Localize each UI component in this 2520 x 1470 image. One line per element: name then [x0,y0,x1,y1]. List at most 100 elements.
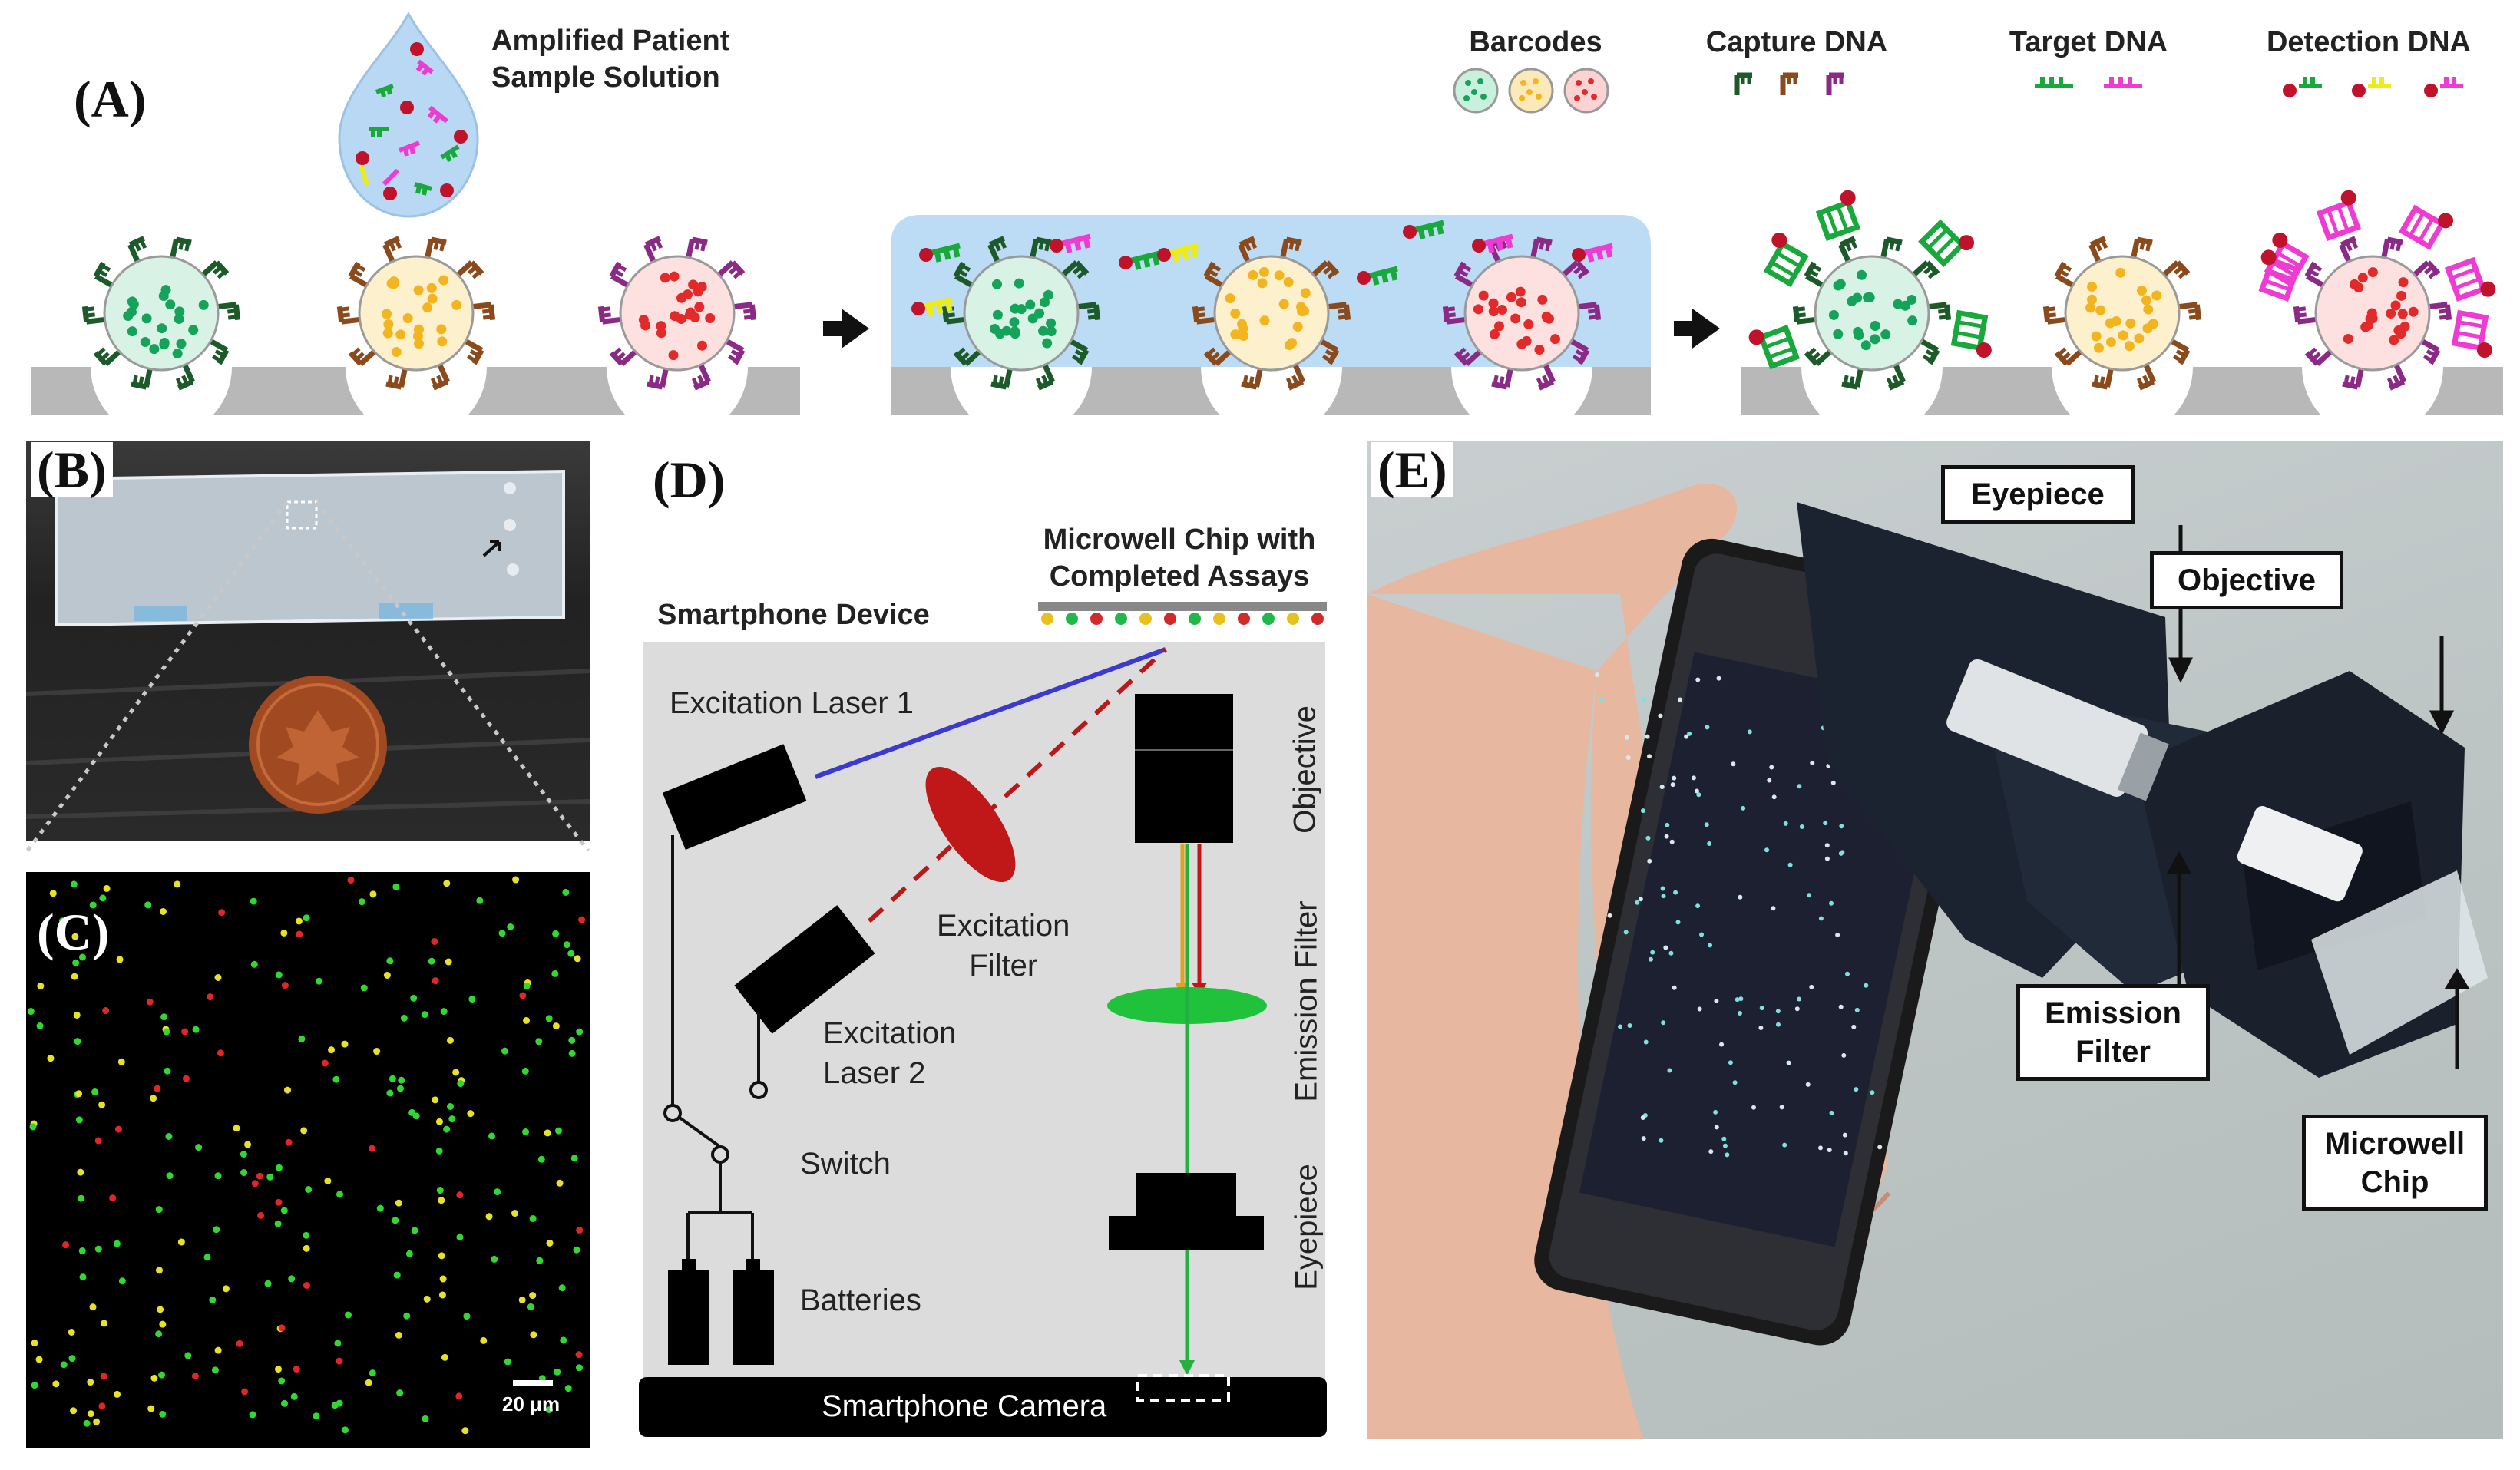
bead-dye-dot [402,313,413,324]
bead-dye-dot [2148,319,2158,329]
bead-dye-dot [2343,333,2353,344]
bead-dye-dot [2085,302,2095,313]
fluorescent-spot [393,1271,401,1279]
fluorescent-spot [68,1328,75,1336]
fluorescent-spot [545,1015,553,1022]
fluorescent-spot [250,960,258,968]
fluorescent-spot [303,1231,310,1239]
chip-dots [1041,613,1324,625]
bead-dye-dot [426,282,437,293]
fluorescent-spot [562,888,570,896]
fluorescent-spot [522,1128,530,1136]
screen-spot [1659,785,1665,790]
bound-target-complex [1763,232,1809,288]
bead-dye-dot [174,306,185,317]
screen-spot [1870,1090,1875,1095]
bead-dye-dot [1230,329,1241,340]
bead-dye-dot [1537,294,1548,305]
fluorescent-spot [563,941,570,949]
fluorescent-spot [218,909,226,917]
bead-dye-dot [1292,322,1303,332]
fluorescent-spot [554,1368,561,1376]
fluorescent-spot [341,1426,349,1434]
fluorescent-spot [575,1351,583,1359]
fluorescent-spot [214,1346,222,1354]
fluorescent-spot [298,1035,306,1042]
fluorescent-spot [118,1277,126,1285]
screen-spot [1810,760,1815,765]
fluorescent-spot [303,914,310,922]
fluorescent-spot [71,933,79,940]
fluorescent-spot [102,1007,110,1015]
fluorescent-spot [155,1330,163,1338]
fluorescent-spot [182,1075,190,1082]
fluorescent-spot [578,916,586,923]
fluorescent-spot [94,1137,102,1145]
panel-e-letter: (E) [1371,442,1453,497]
fluorescent-spot [27,1008,35,1016]
legend-target-dna-label: Target DNA [2009,26,2168,58]
screen-spot [1672,775,1677,781]
legend-barcodes-label: Barcodes [1469,26,1602,58]
fluorescent-spot [360,984,368,992]
bead-dye-dot [413,285,424,296]
objective-tube [2237,805,2363,902]
fluorescent-spot [446,1036,454,1044]
fluorescent-spot [440,1008,448,1016]
fluorescent-spot [576,1226,584,1234]
fluorescent-spot [233,1125,240,1132]
free-dna-strand [1572,243,1613,263]
fluorescent-spot [35,1356,43,1363]
free-dna-strand [1472,233,1513,253]
screen-spot [1714,998,1719,1003]
screen-spot [1786,1060,1791,1065]
legend-bead-yellow [1508,68,1554,114]
legend-bead-red [1563,68,1609,114]
panel-c-fluorescence: 20 μm [26,872,590,1448]
fluorescent-spot [432,977,439,985]
fluorescent-spot [313,1412,320,1420]
fluorescent-spot [324,1178,332,1185]
screen-spot [1775,1009,1781,1014]
fluorescent-spot [576,1028,584,1036]
fluorescent-spot [274,1220,282,1227]
chip-assay-dot [1139,613,1152,625]
screen-spot [1714,1125,1719,1130]
fluorescent-spot [389,1075,396,1082]
emission-filter-label: Emission Filter [1289,900,1324,1102]
bead-dye-dot [1297,306,1308,317]
fluorescent-spot [456,1191,464,1199]
bead-dye-dot [1488,298,1499,309]
bound-target-complex [2316,190,2361,242]
fluorescent-spot [461,1427,469,1435]
chip-label: Microwell Chip with Completed Assays [1010,522,1348,595]
fluorescent-spot [523,982,531,989]
bead-dye-dot [436,324,447,335]
fluorescent-spot [101,1320,108,1327]
fluorescent-spot [570,1155,578,1162]
fluorescent-spot [546,1239,554,1247]
bead-dye-dot [1523,319,1534,329]
panel-c-letter: (C) [37,903,110,961]
fluorescent-spot [523,1016,531,1024]
bead-dye-dot [1833,329,1844,339]
fluorescent-spot [435,1118,443,1125]
fluorescent-spot [157,1306,164,1313]
smartphone-camera-label: Smartphone Camera [822,1389,1107,1423]
bead-dye-dot [2095,305,2106,315]
fluorescent-spot [530,1331,537,1339]
fluorescent-spot [241,1388,249,1396]
legend-detection-dna [2283,77,2463,97]
fluorescent-spot [83,1419,91,1427]
fluorescent-spot [347,876,355,884]
bound-dna-group [911,190,2496,370]
bead-dye-dot [1863,292,1873,303]
fluorescent-spot [192,1026,200,1033]
screen-spot [1747,729,1752,735]
chip-bar [1038,602,1327,611]
fluorescent-spot [71,973,78,980]
screen-spot [1708,943,1713,948]
screen-spot [1764,847,1770,853]
fluorescent-spot [334,1340,342,1347]
screen-spot [1713,1109,1718,1115]
